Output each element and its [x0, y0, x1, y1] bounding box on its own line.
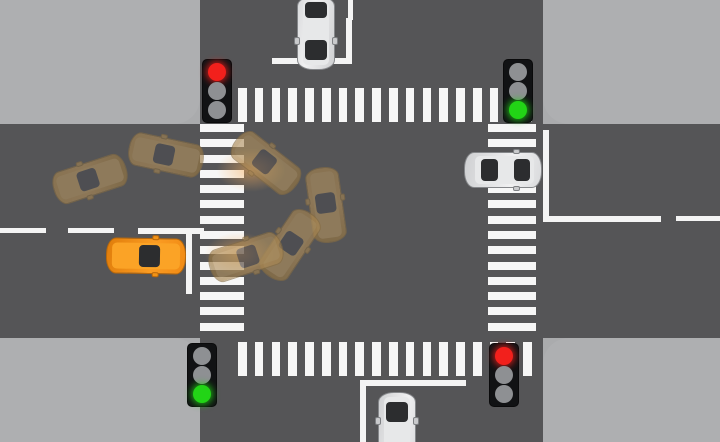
- windshield-front: [138, 245, 160, 268]
- green-lamp-icon: [509, 101, 527, 119]
- crosswalk-stripe: [488, 231, 536, 239]
- crosswalk-stripe: [422, 88, 432, 122]
- amber-lamp-icon: [208, 82, 226, 100]
- crosswalk-stripe: [200, 215, 244, 224]
- traffic-light-top-left[interactable]: [203, 60, 231, 122]
- crosswalk-stripe: [254, 88, 264, 122]
- crosswalk-stripe: [305, 88, 314, 122]
- windshield-front: [304, 40, 328, 60]
- crosswalk-stripe: [200, 139, 244, 148]
- crosswalk-stripe: [355, 342, 365, 376]
- side-mirror-right: [332, 37, 339, 46]
- crosswalk-stripe: [422, 342, 432, 376]
- side-mirror-left: [413, 416, 420, 425]
- crosswalk-stripe: [238, 342, 247, 376]
- crosswalk-stripe: [321, 88, 331, 122]
- crosswalk-stripe: [200, 200, 244, 209]
- crosswalk-stripe: [439, 342, 449, 376]
- white-car-east[interactable]: [464, 148, 542, 192]
- crosswalk-stripe: [271, 342, 281, 376]
- crosswalk-stripe: [271, 88, 281, 122]
- crosswalk-stripe: [489, 88, 499, 122]
- sidewalk-corner-northeast: [543, 0, 720, 124]
- crosswalk-stripe: [355, 88, 365, 122]
- orange-car[interactable]: [105, 234, 187, 278]
- crosswalk-stripe: [372, 342, 381, 376]
- side-mirror-right: [304, 198, 311, 206]
- sidewalk-corner-southwest: [0, 338, 200, 442]
- amber-lamp-icon: [495, 366, 513, 384]
- red-lamp-icon: [495, 347, 513, 365]
- crosswalk-stripe: [456, 342, 465, 376]
- crosswalk-stripe: [488, 124, 536, 132]
- traffic-light-bottom-right[interactable]: [490, 344, 518, 406]
- side-mirror-left: [513, 186, 521, 192]
- crosswalk-stripe: [200, 292, 244, 301]
- crosswalk-stripe: [488, 246, 536, 255]
- crosswalk-stripe: [472, 342, 482, 376]
- green-lamp-icon: [193, 385, 211, 403]
- crosswalk-stripe: [372, 88, 381, 122]
- crosswalk-stripe: [488, 307, 536, 316]
- windshield-front: [314, 191, 337, 214]
- windshield-rear: [304, 1, 328, 19]
- crosswalk-stripe: [405, 88, 415, 122]
- crosswalk-stripe: [338, 342, 348, 376]
- crosswalk-stripe: [321, 342, 331, 376]
- red-lamp-icon: [208, 63, 226, 81]
- crosswalk-stripe: [389, 342, 398, 376]
- side-mirror-right: [513, 148, 521, 154]
- crosswalk-stripe: [488, 276, 536, 285]
- crosswalk-stripe: [456, 88, 465, 122]
- crosswalk-stripe: [405, 342, 415, 376]
- red-lamp-icon: [509, 63, 527, 81]
- amber-lamp-icon: [509, 82, 527, 100]
- amber-lamp-icon: [193, 366, 211, 384]
- crosswalk-stripe: [488, 292, 536, 301]
- crosswalk-stripe: [488, 200, 536, 209]
- crosswalk-stripe: [200, 124, 244, 132]
- side-mirror-left: [293, 37, 300, 46]
- crosswalk-stripe: [439, 88, 449, 122]
- crosswalk-stripe: [488, 215, 536, 224]
- green-lamp-icon: [208, 101, 226, 119]
- crosswalk-stripe: [389, 88, 398, 122]
- windshield-front: [385, 402, 409, 422]
- windshield-front: [513, 159, 530, 181]
- crosswalk-stripe: [472, 88, 482, 122]
- crosswalk-stripe: [200, 307, 244, 316]
- crosswalk-stripe: [254, 342, 264, 376]
- crosswalk-stripe: [488, 322, 536, 331]
- sidewalk-corner-northwest: [0, 0, 200, 124]
- red-lamp-icon: [193, 347, 211, 365]
- white-car-south[interactable]: [374, 392, 420, 442]
- crosswalk-stripe: [338, 88, 348, 122]
- side-mirror-right: [374, 416, 381, 425]
- crosswalk-stripe: [523, 342, 532, 376]
- windshield-front: [152, 143, 176, 166]
- crosswalk-stripe: [288, 88, 298, 122]
- green-lamp-icon: [495, 385, 513, 403]
- traffic-light-bottom-left[interactable]: [188, 344, 216, 406]
- crosswalk-stripe: [488, 261, 536, 270]
- windshield-rear: [481, 159, 499, 181]
- side-mirror-left: [151, 272, 159, 278]
- white-car-north[interactable]: [293, 0, 339, 70]
- crosswalk-stripe: [200, 322, 244, 331]
- sidewalk-corner-southeast: [543, 338, 720, 442]
- crosswalk-stripe: [200, 185, 244, 194]
- traffic-light-top-right[interactable]: [504, 60, 532, 122]
- crosswalk-stripe: [288, 342, 298, 376]
- north-crosswalk: [238, 88, 540, 122]
- side-mirror-right: [152, 234, 160, 240]
- crosswalk-stripe: [305, 342, 314, 376]
- crosswalk-stripe: [488, 139, 536, 148]
- crosswalk-stripe: [488, 185, 536, 194]
- crosswalk-stripe: [238, 88, 247, 122]
